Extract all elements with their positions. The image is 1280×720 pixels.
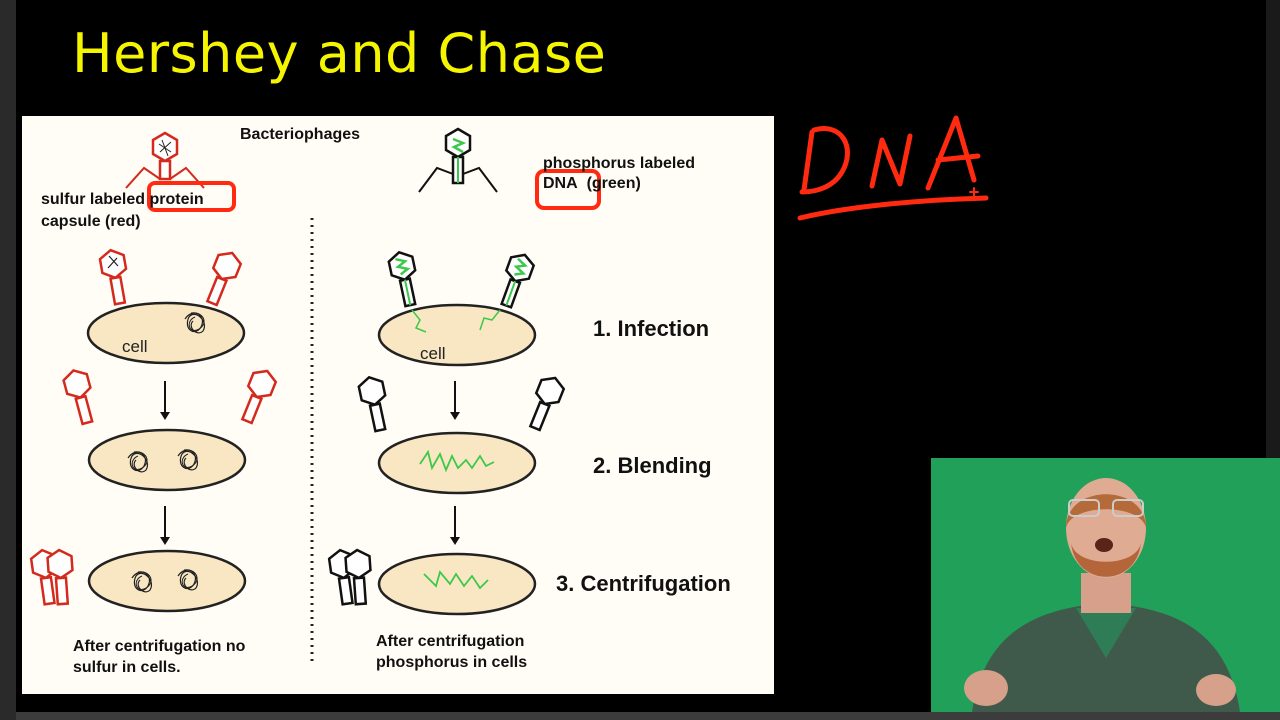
presenter-webcam <box>931 458 1280 720</box>
diagram-drawing <box>28 127 601 661</box>
right-caption-line1: After centrifugation <box>376 633 525 650</box>
diagram-panel: Bacteriophages sulfur labeled protein ca… <box>22 116 774 694</box>
left-centrifuge-cell <box>87 549 247 613</box>
left-caption-line1: After centrifugation no <box>73 638 246 655</box>
left-blend-phage-1-icon <box>60 366 101 427</box>
right-centrifuge-phages-icon <box>326 547 375 607</box>
sulfur-label-line1: sulfur labeled protein <box>41 190 204 210</box>
phosphorus-label-line2: DNA (green) <box>543 174 641 194</box>
right-blending-cell <box>377 431 537 495</box>
handwritten-dna-annotation <box>797 115 989 221</box>
cell-label-left: cell <box>122 337 148 356</box>
right-infection-phage-2-icon <box>493 249 538 311</box>
step-blending: 2. Blending <box>593 453 712 478</box>
left-infection-phage-2-icon <box>199 247 245 309</box>
left-blend-phage-2-icon <box>234 365 280 427</box>
top-dna-phage-icon <box>418 127 498 193</box>
step-centrifugation: 3. Centrifugation <box>556 571 731 596</box>
left-infection-cell <box>86 301 246 365</box>
presenter-video-icon <box>931 458 1280 720</box>
left-blending-cell <box>87 428 247 492</box>
dna-highlight-box <box>535 169 601 210</box>
sulfur-label-part1: sulfur labeled <box>41 191 146 208</box>
window-left-edge <box>0 0 16 720</box>
window-right-edge <box>1266 0 1280 460</box>
step-infection: 1. Infection <box>593 316 710 341</box>
right-centrifuge-cell <box>377 552 537 616</box>
right-blend-phage-2-icon <box>522 372 568 434</box>
top-protein-phage-icon <box>125 131 205 189</box>
right-blend-phage-1-icon <box>356 373 394 434</box>
protein-highlighted-text: protein <box>149 191 204 208</box>
right-caption-line2: phosphorus in cells <box>376 654 528 671</box>
phosphorus-label-part2: (green) <box>586 175 641 192</box>
left-centrifuge-phages-icon <box>28 547 77 607</box>
right-infection-cell <box>377 303 537 367</box>
cell-label-right: cell <box>420 344 446 363</box>
bacteriophages-label: Bacteriophages <box>240 126 361 143</box>
sulfur-label-line2: capsule (red) <box>41 213 141 230</box>
phosphorus-label-line1: phosphorus labeled <box>543 155 696 172</box>
left-infection-phage-1-icon <box>97 246 134 307</box>
dna-highlighted-text: DNA <box>543 175 578 192</box>
bottom-taskbar <box>16 712 1280 720</box>
left-caption-line2: sulfur in cells. <box>73 659 181 676</box>
protein-highlight-box <box>147 181 236 212</box>
right-infection-phage-1-icon <box>386 248 424 309</box>
slide-title: Hershey and Chase <box>72 22 607 85</box>
